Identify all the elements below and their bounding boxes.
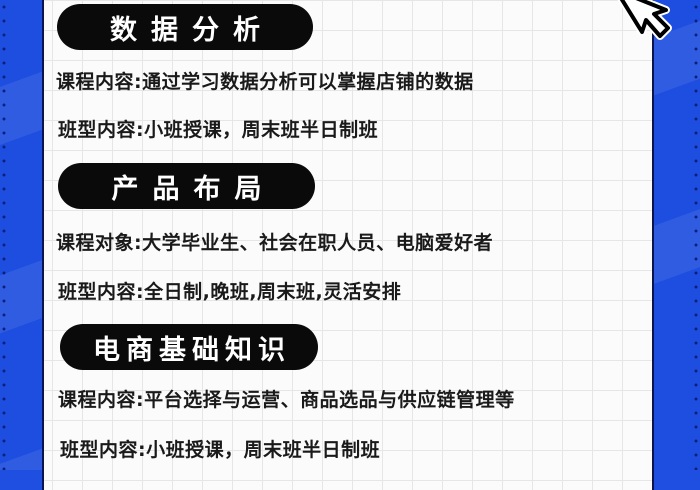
left-dot-pattern	[1, 0, 7, 470]
section-3-course-content: 课程内容:平台选择与运营、商品选品与供应链管理等	[58, 389, 515, 411]
section-title-ecommerce-basics: 电商基础知识	[60, 324, 318, 370]
section-2-course-audience: 课程对象:大学毕业生、社会在职人员、电脑爱好者	[56, 232, 494, 254]
mouse-pointer-arrow-icon	[617, 0, 672, 40]
section-1-course-content: 课程内容:通过学习数据分析可以掌握店铺的数据	[56, 71, 474, 93]
section-3-class-type: 班型内容:小班授课，周末班半日制班	[60, 439, 381, 461]
right-dot-pattern	[693, 0, 699, 470]
section-2-class-type: 班型内容:全日制,晚班,周末班,灵活安排	[58, 281, 402, 303]
grid-paper-card	[42, 0, 654, 490]
section-title-data-analysis: 数据分析	[57, 4, 313, 50]
section-1-class-type: 班型内容:小班授课，周末班半日制班	[58, 119, 379, 141]
section-title-product-layout: 产品布局	[58, 163, 315, 209]
